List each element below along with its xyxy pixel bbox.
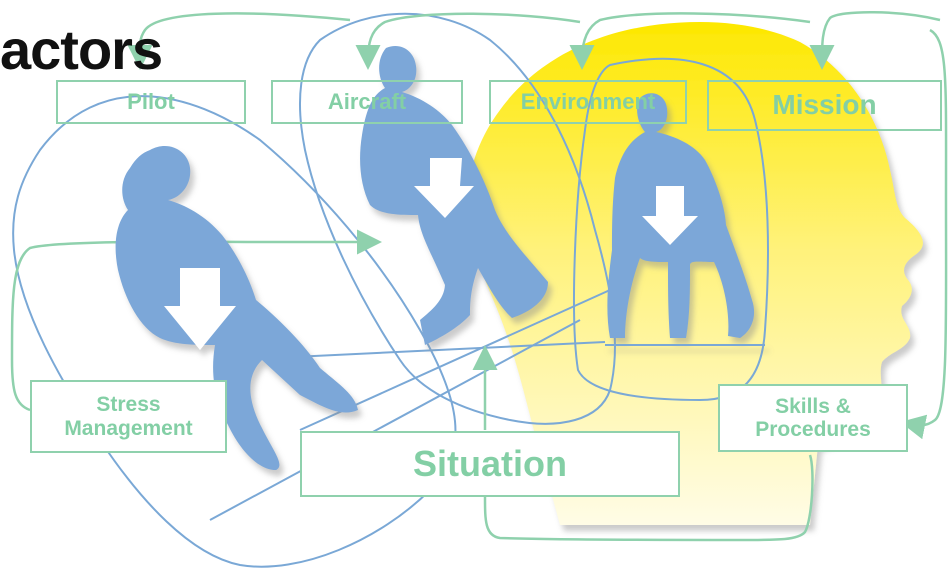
down-arrow-icon	[414, 158, 474, 218]
pilot-label: Pilot	[127, 88, 175, 114]
awareness-loops	[12, 12, 769, 568]
environment-loop	[573, 57, 769, 402]
situation-label-box: Situation	[300, 431, 680, 497]
arrow-top-pilot	[127, 12, 351, 70]
feedback-arrows	[10, 10, 948, 542]
environment-figure	[605, 93, 765, 346]
stress-management-label: Stress Management	[64, 393, 193, 440]
pilot-figure	[115, 146, 358, 471]
stress-management-label-box: Stress Management	[30, 380, 227, 453]
aircraft-loop	[299, 12, 616, 425]
pilot-loop	[12, 95, 457, 568]
arrow-bottom-loop	[483, 454, 814, 542]
aircraft-label-box: Aircraft	[271, 80, 463, 124]
environment-label-box: Environment	[489, 80, 687, 124]
down-arrow-icon	[642, 186, 698, 245]
pilot-label-box: Pilot	[56, 80, 246, 124]
mission-label-box: Mission	[707, 80, 942, 131]
arrow-top-mission	[809, 10, 941, 70]
page-title: actors	[0, 18, 163, 81]
mission-label: Mission	[772, 89, 877, 121]
aircraft-label: Aircraft	[327, 88, 407, 114]
arrow-top-environment	[569, 12, 811, 70]
skills-procedures-label: Skills & Procedures	[755, 394, 871, 441]
aircraft-figure	[360, 46, 548, 345]
arrow-top-aircraft	[355, 12, 581, 70]
environment-label: Environment	[520, 88, 656, 114]
down-arrow-icon	[164, 268, 236, 350]
connector-line-a	[209, 319, 581, 521]
situation-label: Situation	[413, 443, 567, 485]
arrow-left-loop	[10, 229, 382, 412]
skills-procedures-label-box: Skills & Procedures	[718, 384, 908, 452]
arrow-right-loop	[900, 28, 948, 440]
